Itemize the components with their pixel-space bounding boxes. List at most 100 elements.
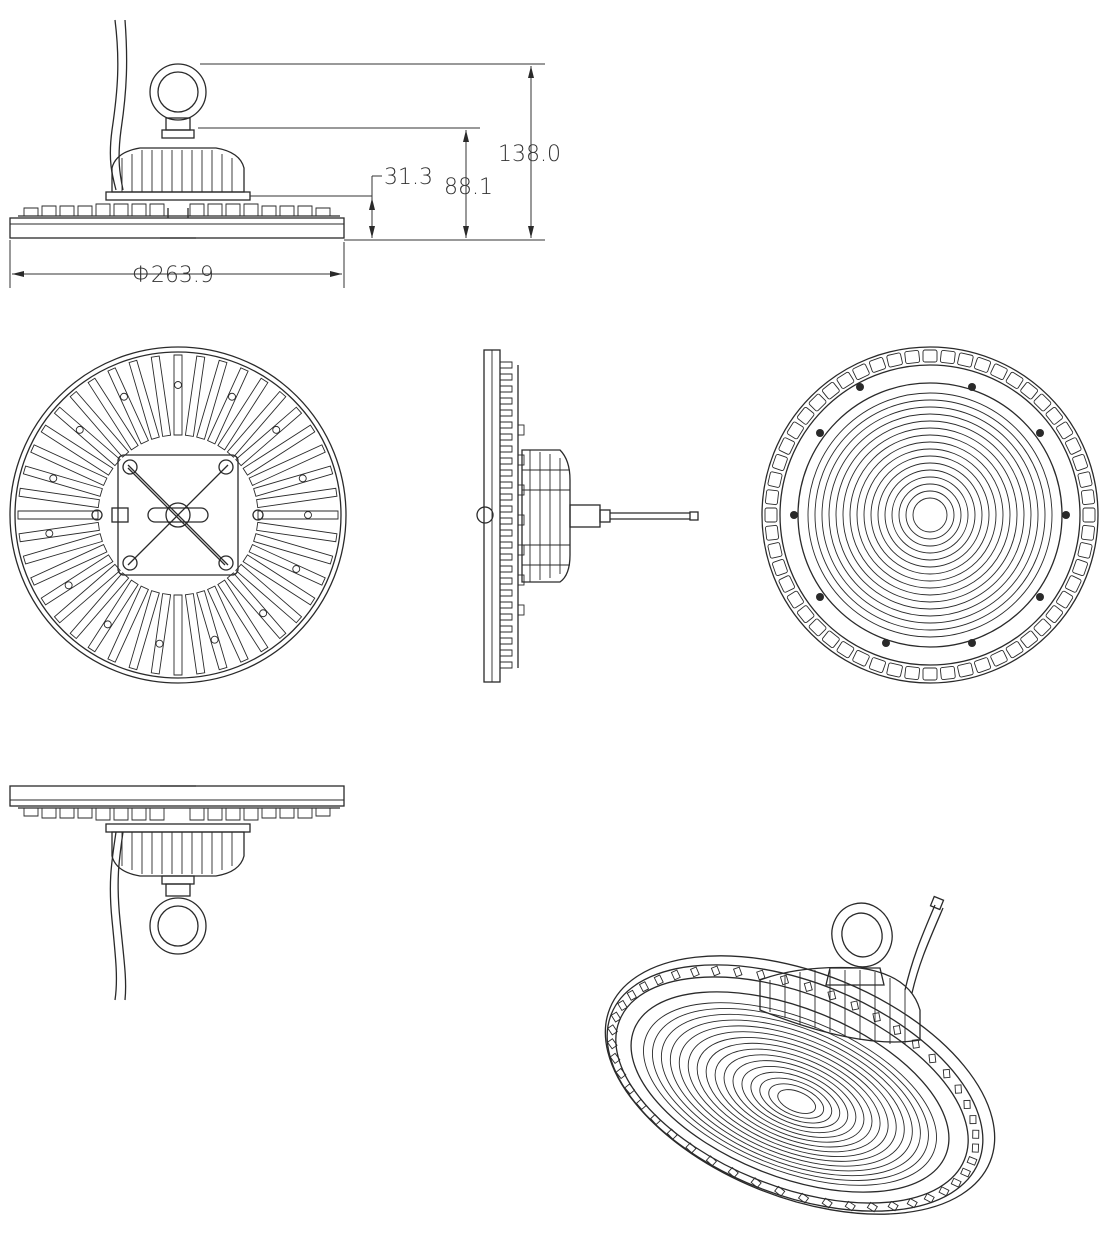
heatsink-fin: [87, 377, 139, 451]
iso-ring: [705, 1042, 881, 1153]
fresnel-ring: [877, 462, 983, 568]
iso-ring: [651, 1008, 929, 1181]
lens-slot: [957, 352, 974, 368]
fresnel-ring: [814, 399, 1046, 631]
side-tab: [517, 574, 525, 586]
fresnel-ring: [898, 483, 962, 547]
side-fin: [500, 481, 513, 489]
screw-hole: [1036, 593, 1044, 601]
lens-slot: [904, 350, 921, 364]
fin-hole: [75, 425, 84, 434]
fin-hole: [49, 474, 58, 483]
screw-hole: [1036, 429, 1044, 437]
lens-slot: [852, 363, 870, 380]
lens-slot: [886, 662, 903, 678]
fin-hole: [210, 635, 219, 644]
iso-slot: [635, 1098, 647, 1110]
heatsink-fin: [256, 521, 338, 543]
dim-overall-height: 138.0: [498, 142, 561, 167]
lens-slot: [772, 453, 788, 471]
lens-slot: [1045, 407, 1064, 425]
side-fin: [500, 469, 513, 477]
inverted-elevation-view: [9, 785, 345, 1001]
screw-hole: [968, 639, 976, 647]
heatsink-fin: [30, 444, 108, 487]
heatsink-fin: [248, 444, 326, 487]
heatsink-fin: [235, 563, 303, 624]
lens-slot: [772, 559, 788, 577]
heatsink-fin: [256, 487, 338, 509]
heatsink-fin: [173, 594, 183, 676]
fresnel-ring: [870, 455, 990, 575]
fin-hole: [155, 639, 164, 648]
heatsink-fin: [87, 579, 139, 653]
side-fin: [500, 565, 513, 573]
iso-ring: [660, 1013, 921, 1177]
heatsink-fin: [128, 590, 160, 671]
iso-slot: [653, 974, 664, 986]
iso-slot: [756, 969, 766, 981]
lens-slot: [1020, 381, 1038, 400]
lens-slot: [1082, 507, 1096, 523]
fresnel-ring: [821, 406, 1039, 624]
lens-slot: [990, 363, 1008, 380]
iso-slot: [966, 1156, 978, 1166]
heatsink-fin: [242, 554, 316, 606]
side-fin: [500, 529, 513, 537]
side-fin: [500, 613, 513, 621]
screw-hole: [856, 383, 864, 391]
side-fin: [500, 625, 513, 633]
side-fin: [500, 649, 513, 657]
heatsink-fin: [217, 579, 269, 653]
heatsink-fin: [40, 424, 114, 476]
heatsink-fin: [253, 465, 334, 497]
iso-slot: [954, 1084, 962, 1094]
fin-hole: [259, 609, 268, 618]
fresnel-ring: [905, 490, 955, 540]
lens-slot: [990, 650, 1008, 667]
heatsink-fin: [242, 424, 316, 476]
heatsink-fin: [128, 359, 160, 440]
fresnel-ring: [849, 434, 1011, 596]
heatsink-fin: [30, 543, 108, 586]
fresnel-ring: [842, 427, 1018, 603]
dim-body-height: 88.1: [444, 175, 493, 200]
iso-slot: [797, 1192, 810, 1204]
lens-slot: [886, 352, 903, 368]
side-fin: [500, 637, 513, 645]
lens-slot: [868, 357, 886, 373]
heatsink-fin: [22, 533, 103, 565]
iso-slot: [685, 1142, 697, 1154]
lens-slot: [764, 507, 778, 523]
lens-slot: [974, 657, 992, 673]
side-tab: [517, 544, 525, 556]
lens-slot: [922, 667, 938, 681]
iso-slot: [670, 969, 681, 981]
fresnel-ring: [856, 441, 1004, 589]
heatsink-fin: [18, 487, 100, 509]
side-fin: [500, 385, 513, 393]
fin-hole: [272, 425, 281, 434]
iso-slot: [969, 1115, 977, 1125]
lens-slot: [957, 662, 974, 678]
lens-slot: [786, 421, 804, 440]
iso-slot: [624, 1083, 636, 1095]
lens-slot: [852, 650, 870, 667]
fin-hole: [120, 392, 128, 401]
iso-slot: [732, 966, 743, 978]
fresnel-ring: [884, 469, 976, 561]
iso-slot: [938, 1186, 950, 1197]
fresnel-ring: [807, 392, 1053, 638]
iso-ring: [723, 1054, 865, 1143]
lens-slot: [939, 350, 956, 364]
lens-slot: [796, 605, 815, 623]
heatsink-fin: [69, 572, 130, 640]
iso-ring: [732, 1060, 857, 1138]
lens-slot: [1033, 618, 1052, 637]
side-fin: [500, 589, 513, 597]
lens-slot: [836, 371, 855, 389]
lens-slot: [836, 641, 855, 659]
iso-slot: [906, 1197, 918, 1209]
heatsink-fin: [184, 355, 206, 437]
